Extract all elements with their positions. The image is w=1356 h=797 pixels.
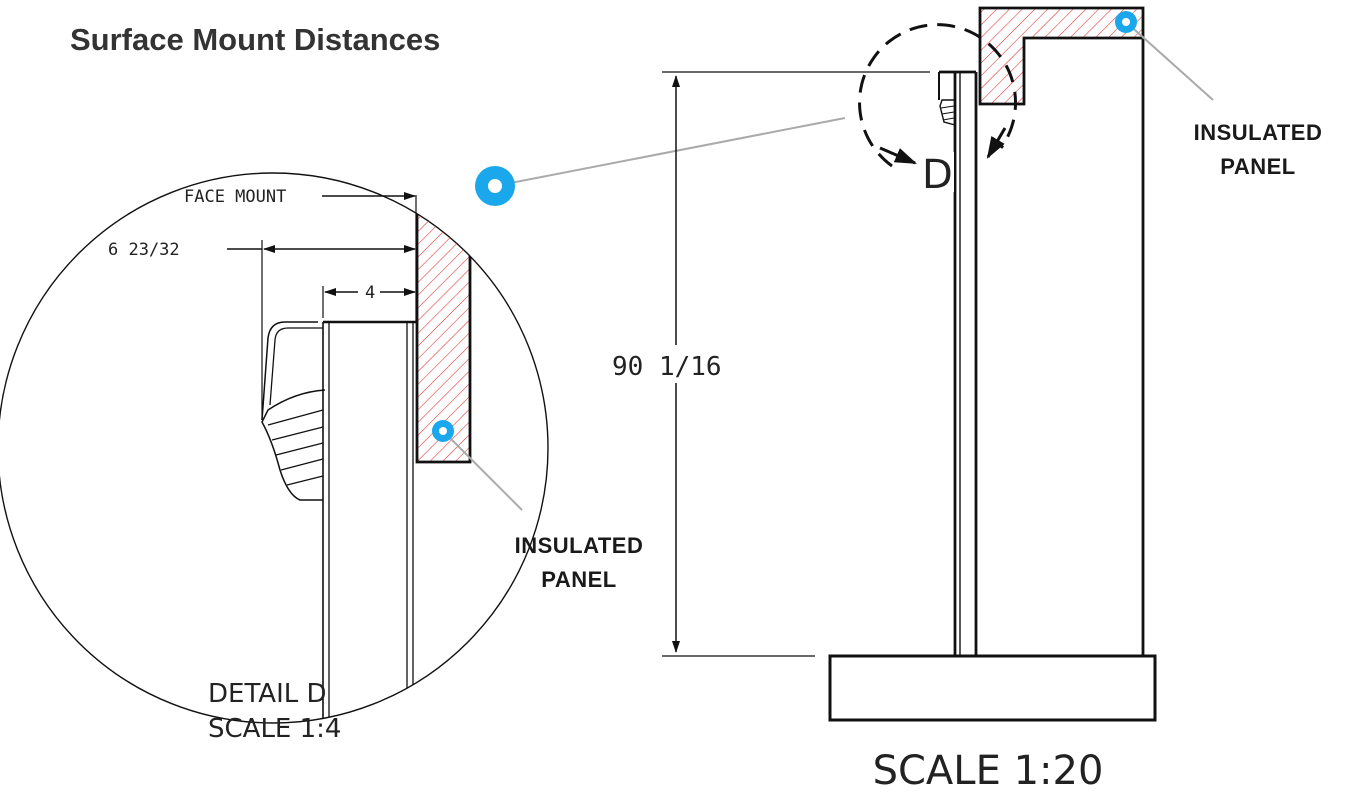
detail-callout-line1: INSULATED [515, 533, 644, 558]
main-callout-line1: INSULATED [1194, 120, 1323, 145]
detail-caption-line2: SCALE 1:4 [208, 714, 341, 744]
detail-arrow-right [986, 127, 1007, 159]
detail-callout-line2: PANEL [541, 567, 616, 592]
main-elevation-view: 90 1/16 D [600, 6, 1323, 794]
detail-caption-line1: DETAIL D [208, 679, 327, 709]
dim-4-label: 4 [365, 283, 375, 303]
detail-d-circle [858, 23, 1017, 168]
detail-d-view: FACE MOUNT 6 23/32 4 INSULATED PANEL DET… [0, 172, 644, 744]
main-callout-leader [1125, 21, 1214, 101]
dim-height-label: 90 1/16 [612, 352, 722, 382]
main-callout-line2: PANEL [1220, 154, 1295, 179]
detail-link-leader [494, 117, 846, 187]
detail-marker-d: D [922, 152, 953, 198]
main-caption: SCALE 1:20 [873, 748, 1104, 793]
detail-insulated-panel [417, 173, 470, 462]
face-mount-label: FACE MOUNT [184, 187, 286, 207]
detail-boundary-circle [0, 172, 549, 724]
base-plate [828, 654, 1157, 722]
detail-arrow-left [879, 146, 918, 165]
detail-gasket-profile [261, 321, 318, 421]
dim-6-23-32-label: 6 23/32 [108, 240, 180, 260]
main-panel-vertical [980, 8, 1024, 104]
main-gasket [939, 99, 956, 126]
page-title: Surface Mount Distances [70, 22, 441, 57]
detail-callout-leader [442, 430, 523, 511]
